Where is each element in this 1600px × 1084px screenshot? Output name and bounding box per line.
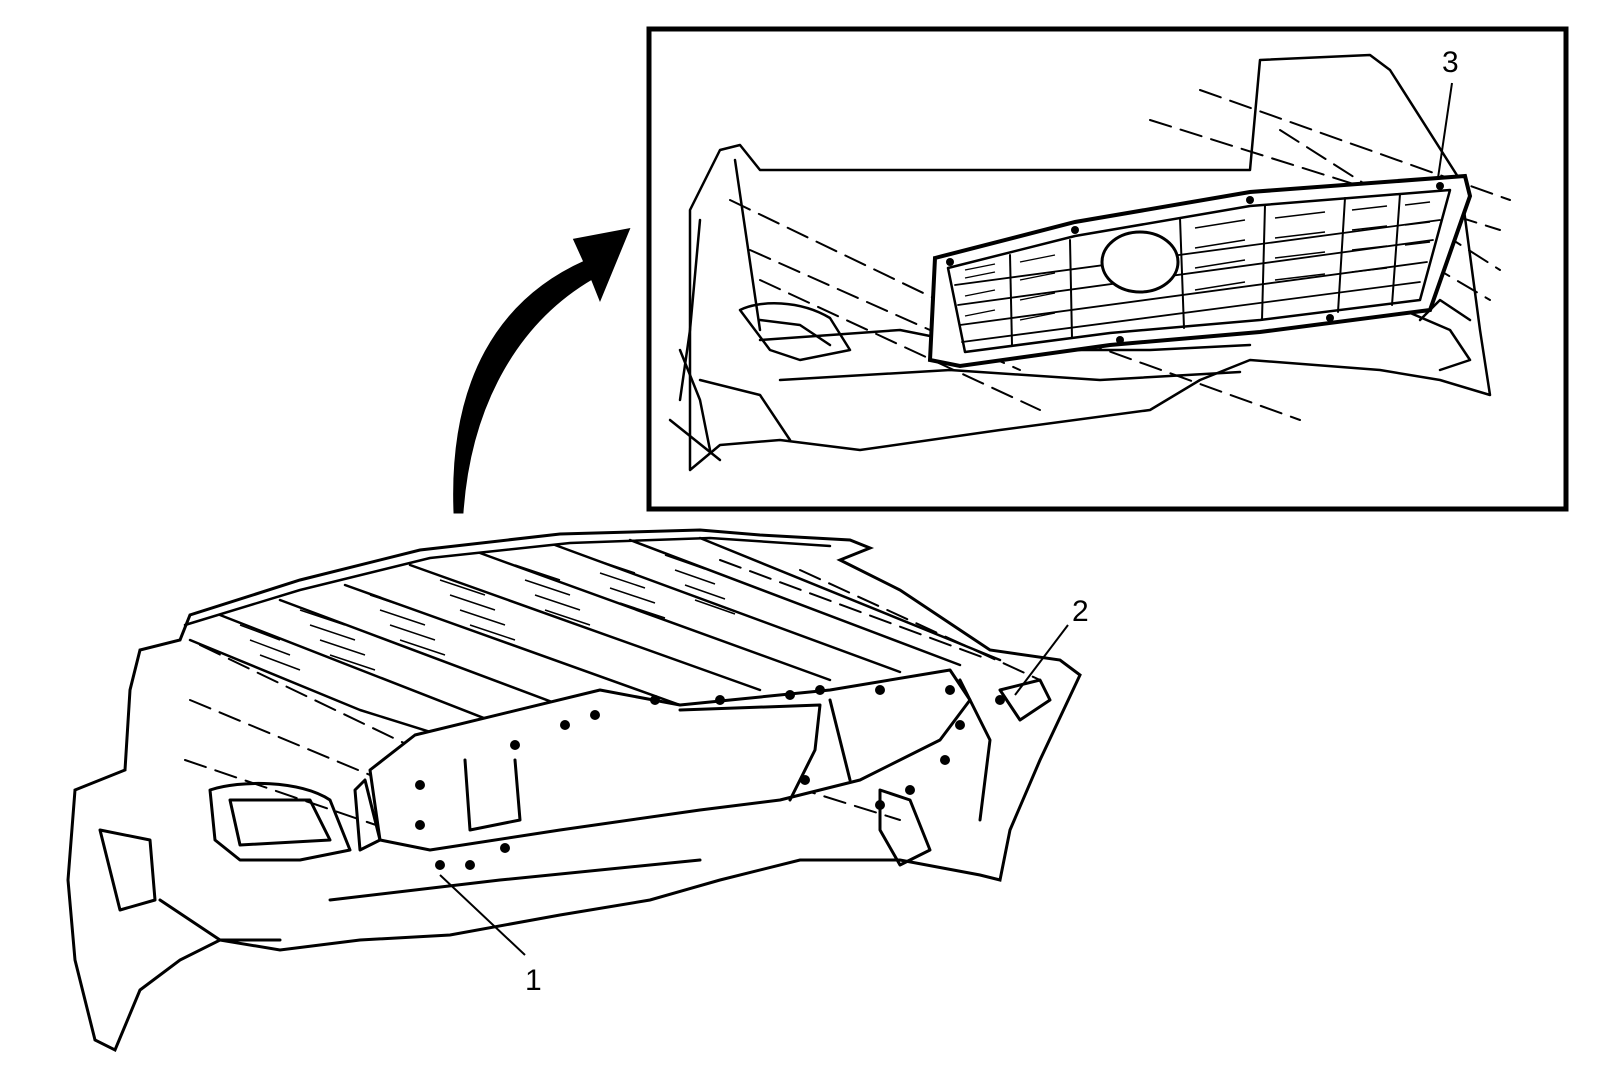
- curved-arrow-icon: [453, 228, 631, 514]
- detail-inset: 3: [646, 26, 1569, 512]
- inset-fascia: [668, 53, 1492, 472]
- bumper-support-bracket: [98, 668, 1052, 942]
- emblem-opening: [1100, 230, 1180, 294]
- bumper-grille-hatch: [239, 554, 736, 671]
- grille-fasteners: [946, 182, 1444, 344]
- callout-1-leader: [439, 874, 526, 956]
- callout-1: 1: [525, 964, 542, 997]
- callout-3-leader: [1437, 82, 1453, 179]
- callout-2-leader: [1014, 624, 1069, 696]
- main-bumper: 1 2: [66, 528, 1089, 1053]
- callout-3: 3: [1442, 46, 1459, 79]
- inset-grille: [927, 173, 1473, 369]
- bumper-fasteners: [415, 685, 1005, 870]
- grille-slots: [964, 201, 1431, 321]
- callout-2: 2: [1072, 595, 1089, 628]
